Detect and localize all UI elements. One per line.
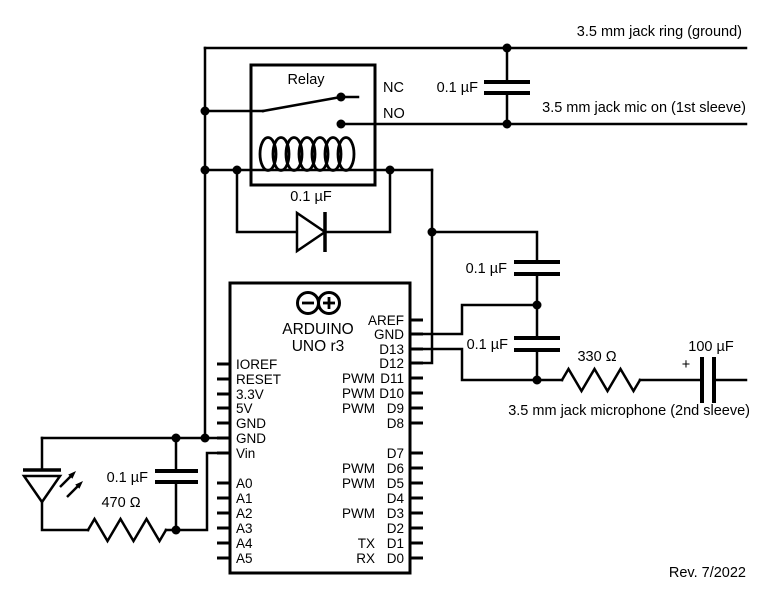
label-cap-100uF: 100 µF [688, 339, 734, 355]
pin-label-d7: D7 [387, 446, 404, 461]
pin-label-reset: RESET [236, 372, 281, 387]
pin-label-aref: AREF [368, 313, 404, 328]
pin-prefix-tx: TX [358, 536, 375, 551]
pin-label-3v3: 3.3V [236, 387, 264, 402]
wire-led-bottom [40, 500, 90, 532]
wire-d13-out [421, 347, 564, 382]
pin-label-a1: A1 [236, 491, 253, 506]
relay-coil [258, 136, 356, 172]
label-cap-jack-filter: 0.1 µF [437, 80, 479, 96]
arduino-board [228, 281, 412, 575]
pin-prefix-d10: PWM [342, 386, 375, 401]
relay-box [249, 63, 377, 187]
pin-label-5v: 5V [236, 401, 253, 416]
wire-diode-left [235, 168, 299, 234]
wires [40, 46, 748, 532]
relay-switch-lever [261, 95, 343, 113]
capacitor-power-filter [155, 469, 198, 484]
pin-label-ioref: IOREF [236, 357, 277, 372]
label-resistor-470: 470 Ω [101, 495, 140, 511]
label-relay-cap: 0.1 µF [290, 189, 332, 205]
pin-prefix-d3: PWM [342, 506, 375, 521]
arduino-brand: ARDUINO [282, 321, 353, 338]
arduino-left-pin-stubs [217, 362, 230, 560]
label-cap-power-filter: 0.1 µF [107, 470, 149, 486]
label-cap-plus: + [682, 357, 690, 373]
junction-dots [171, 43, 542, 535]
pin-prefix-d9: PWM [342, 401, 375, 416]
pin-label-d12: D12 [379, 356, 404, 371]
label-nc: NC [383, 80, 404, 96]
arduino-logo-icon [296, 291, 341, 315]
pin-label-d6: D6 [387, 461, 404, 476]
pin-label-d11: D11 [380, 371, 404, 386]
label-resistor-330: 330 Ω [577, 349, 616, 365]
resistor-470 [86, 516, 168, 544]
pin-label-gnd2: GND [236, 431, 266, 446]
pin-label-d5: D5 [387, 476, 404, 491]
pin-prefix-d5: PWM [342, 476, 375, 491]
label-revision: Rev. 7/2022 [669, 565, 746, 581]
capacitor-jack-filter [484, 80, 530, 95]
arduino-model: UNO r3 [292, 338, 345, 355]
label-cap-d13-filter: 0.1 µF [467, 337, 509, 353]
pin-label-d0: D0 [387, 551, 404, 566]
pin-label-gnd1: GND [236, 416, 266, 431]
resistor-330 [560, 366, 642, 394]
arduino-right-pin-labels: AREF GND D13 D12 D11 D10 D9 D8 D7 D6 D5 … [342, 313, 404, 566]
pin-label-d4: D4 [387, 491, 405, 506]
wire-vin [164, 451, 220, 532]
pin-label-d1: D1 [387, 536, 404, 551]
pin-label-vin: Vin [236, 446, 255, 461]
arduino-left-pin-labels: IOREF RESET 3.3V 5V GND GND Vin A0 A1 A2… [236, 357, 281, 566]
pin-prefix-d6: PWM [342, 461, 375, 476]
capacitor-d12-filter [514, 260, 560, 276]
label-cap-d12-filter: 0.1 µF [466, 261, 508, 277]
label-jack-mic-on: 3.5 mm jack mic on (1st sleeve) [542, 100, 746, 116]
pin-label-d2: D2 [387, 521, 404, 536]
pin-label-d3: D3 [387, 506, 404, 521]
arduino-right-pin-stubs [410, 318, 423, 560]
pin-label-a5: A5 [236, 551, 253, 566]
pin-label-a0: A0 [236, 476, 253, 491]
pin-label-d9: D9 [387, 401, 404, 416]
pin-label-d13: D13 [379, 342, 404, 357]
label-jack-ring: 3.5 mm jack ring (ground) [577, 24, 742, 40]
wire-gnd-link [421, 303, 539, 336]
label-no: NO [383, 106, 405, 122]
wire-cap-d12-top [430, 230, 539, 264]
label-relay: Relay [287, 72, 325, 88]
led-light-arrows-icon [59, 471, 83, 498]
pin-label-a2: A2 [236, 506, 253, 521]
pin-label-d10: D10 [379, 386, 404, 401]
pin-label-a4: A4 [236, 536, 253, 551]
capacitor-electrolytic-100uF [700, 357, 716, 403]
led [21, 468, 83, 505]
flyback-diode [295, 210, 328, 254]
pin-prefix-rx: RX [356, 551, 375, 566]
label-jack-microphone: 3.5 mm jack microphone (2nd sleeve) [508, 403, 750, 419]
pin-label-gnd-r: GND [374, 327, 404, 342]
pin-prefix-d11: PWM [342, 371, 375, 386]
capacitor-d13-filter [514, 336, 560, 352]
pin-label-d8: D8 [387, 416, 404, 431]
pin-label-a3: A3 [236, 521, 253, 536]
wire-diode-right [323, 168, 392, 234]
